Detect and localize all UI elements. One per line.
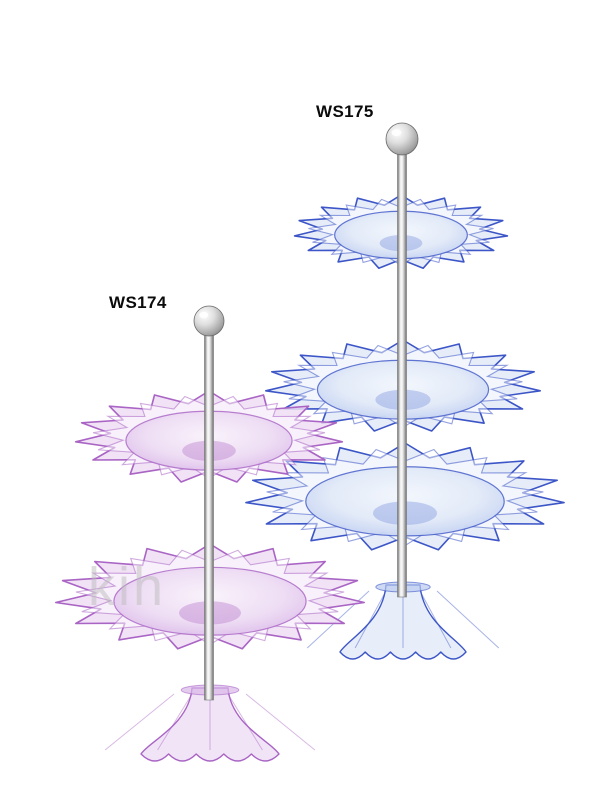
purple-base-flute-line (157, 693, 193, 751)
blue-base-flute-line (419, 590, 452, 649)
purple-base-flute-line (245, 693, 316, 751)
blue-finial-ball (385, 122, 419, 156)
product-code-ws174: WS174 (109, 293, 167, 312)
purple-base-flute-line (227, 693, 263, 751)
blue-center-pole (397, 151, 407, 598)
purple-finial-ball (193, 305, 225, 337)
purple-center-pole (204, 333, 214, 701)
blue-base-flute-line (436, 590, 500, 649)
blue-base-flute-line (354, 590, 387, 649)
blue-stand (245, 122, 565, 660)
purple-pedestal-base (140, 687, 280, 762)
purple-base-flute-line (104, 693, 175, 751)
product-code-ws175: WS175 (316, 102, 374, 121)
purple-stand (55, 305, 365, 762)
blue-finial-highlight (391, 129, 402, 137)
purple-finial-highlight (199, 311, 209, 319)
watermark-text: kih (88, 557, 167, 617)
blue-pedestal-base (339, 584, 467, 660)
